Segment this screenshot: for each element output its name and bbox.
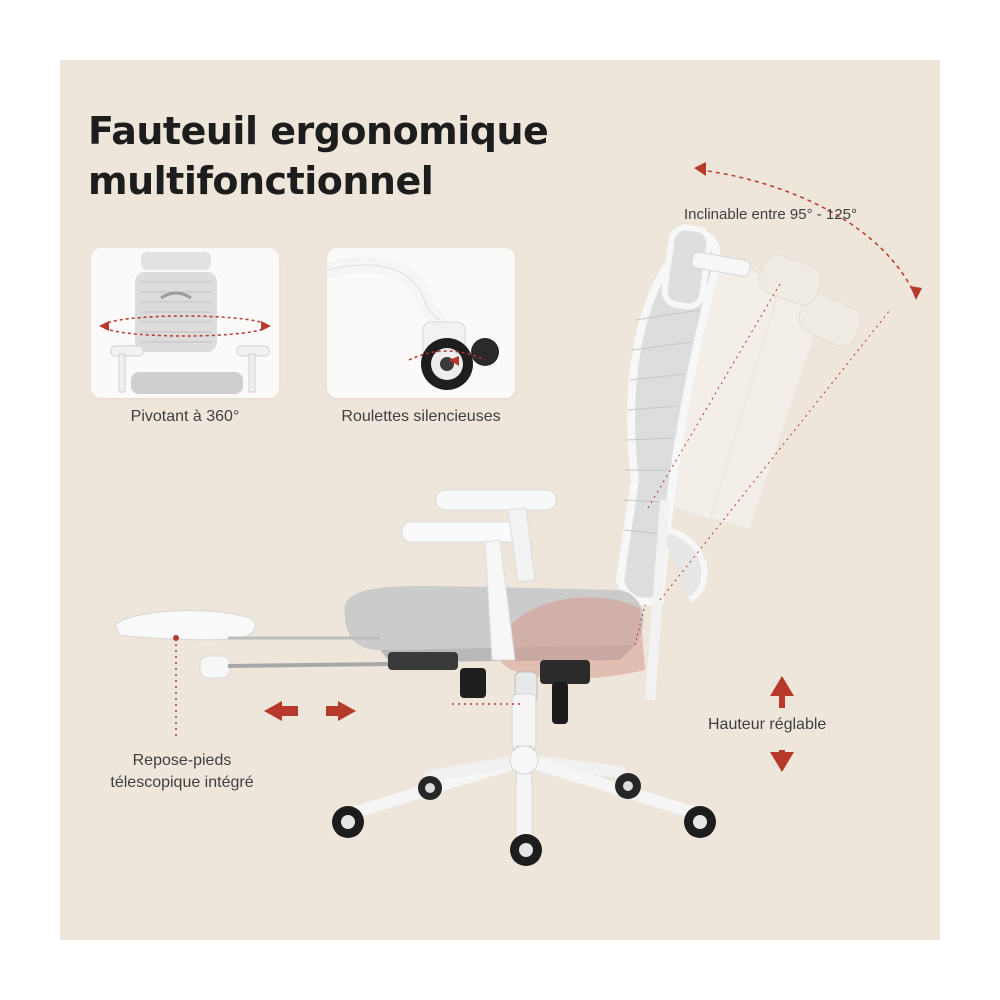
swivel-chair-icon	[99, 252, 271, 394]
footrest-caption-line-1: Repose-pieds	[132, 752, 232, 769]
office-chair-illustration	[114, 162, 922, 866]
footrest	[114, 610, 486, 698]
wheels-feature-card	[327, 248, 515, 398]
height-arrows-icon	[770, 676, 794, 772]
armrests	[401, 489, 557, 661]
recline-caption: Inclinable entre 95° - 125°	[684, 206, 857, 223]
footrest-caption-line-2: télescopique intégré	[110, 774, 254, 791]
title-line-1: Fauteuil ergonomique	[88, 109, 549, 153]
swivel-caption: Pivotant à 360°	[130, 408, 240, 425]
recline-arrow-icon	[647, 162, 922, 601]
title-line-2: multifonctionnel	[88, 159, 434, 203]
caster-wheel-icon	[327, 256, 499, 390]
footrest-arrows-icon	[173, 635, 520, 740]
wheels-caption: Roulettes silencieuses	[341, 408, 501, 425]
caster-wheels	[332, 773, 716, 866]
product-panel: Fauteuil ergonomique multifonctionnel Pi…	[60, 60, 940, 940]
backrest	[615, 224, 751, 701]
page-title: Fauteuil ergonomique multifonctionnel	[88, 106, 549, 206]
height-caption: Hauteur réglable	[708, 716, 827, 733]
footrest-caption: Repose-pieds télescopique intégré	[92, 750, 272, 794]
swivel-feature-card	[91, 248, 279, 398]
